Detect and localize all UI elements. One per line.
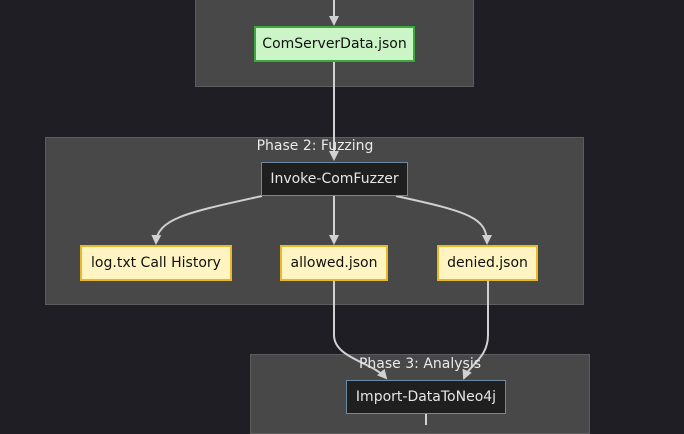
comserverdata-node: ComServerData.json [254,26,415,62]
import-datatoneo4j-node: Import-DataToNeo4j [346,380,506,414]
edge-denied-to-import [462,281,489,380]
edge-fuzzer-to-denied [395,195,492,245]
edge-fuzzer-to-log [151,195,263,245]
log-call-history-node: log.txt Call History [80,245,232,281]
phase-2-title: Phase 2: Fuzzing [256,138,374,154]
invoke-comfuzzer-node: Invoke-ComFuzzer [261,162,408,196]
edge-allowed-to-import [333,281,388,380]
denied-json-node: denied.json [437,245,538,281]
edges [151,0,492,425]
phase-3-title: Phase 3: Analysis [358,356,482,372]
allowed-json-node: allowed.json [280,245,388,281]
